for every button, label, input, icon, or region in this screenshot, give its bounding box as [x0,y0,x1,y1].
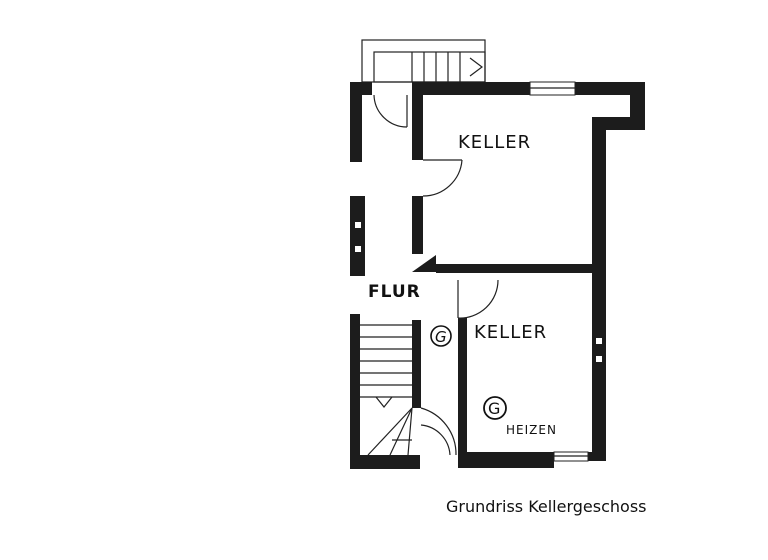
gas-meter-icon: G [430,325,452,347]
room-label-keller-top: KELLER [458,132,531,153]
svg-text:G: G [435,328,448,346]
external-stair [361,39,486,83]
windows [355,81,602,462]
gas-heating-icon: G [483,396,507,420]
svg-text:G: G [488,399,501,418]
room-label-keller-bottom: KELLER [474,322,547,343]
plan-caption: Grundriss Kellergeschoss [446,497,647,516]
room-label-heizen: HEIZEN [506,423,557,437]
room-label-flur: FLUR [368,282,421,302]
interior-stair [360,324,413,456]
doors [373,94,499,456]
walls [350,82,645,469]
